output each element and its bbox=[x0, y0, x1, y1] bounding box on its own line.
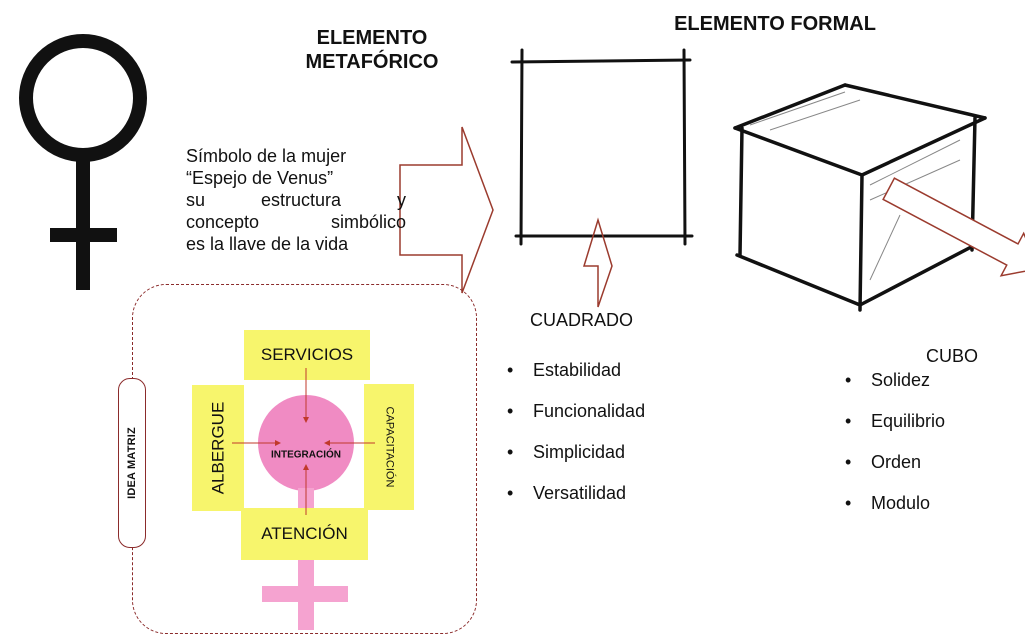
servicios-box: SERVICIOS bbox=[244, 330, 370, 380]
list-item: •Simplicidad bbox=[507, 442, 626, 462]
cubo-label: CUBO bbox=[926, 346, 979, 366]
heading-metaforico-line2: METAFÓRICO bbox=[305, 51, 439, 73]
heading-metaforico-line1: ELEMENTO bbox=[316, 27, 428, 49]
albergue-box: ALBERGUE bbox=[192, 385, 244, 511]
pink-cross-bar bbox=[262, 586, 348, 602]
heading-metaforico: ELEMENTO METAFÓRICO bbox=[292, 26, 452, 74]
capacitacion-box: CAPACITACIÓN bbox=[364, 384, 414, 510]
description-line: “Espejo de Venus” bbox=[186, 168, 334, 188]
idea-matriz-label: IDEA MATRIZ bbox=[126, 427, 138, 499]
description-line: es la llave de la vida bbox=[186, 234, 349, 254]
list-item: •Versatilidad bbox=[507, 483, 627, 503]
list-item: •Equilibrio bbox=[845, 411, 946, 431]
heading-formal: ELEMENTO FORMAL bbox=[674, 13, 876, 35]
description-line: concepto simbólico bbox=[186, 212, 406, 232]
list-item: •Estabilidad bbox=[507, 360, 622, 380]
venus-description: Símbolo de la mujer “Espejo de Venus” su… bbox=[186, 145, 406, 255]
description-line: su estructura y bbox=[186, 190, 406, 210]
cuadrado-bullets: •Estabilidad •Funcionalidad •Simplicidad… bbox=[507, 360, 645, 524]
idea-matriz-pill bbox=[118, 378, 146, 548]
servicios-label: SERVICIOS bbox=[260, 345, 354, 364]
atencion-label: ATENCIÓN bbox=[261, 524, 348, 543]
integracion-circle bbox=[258, 395, 354, 491]
list-item: •Solidez bbox=[845, 370, 931, 390]
list-item: •Modulo bbox=[845, 493, 931, 513]
list-item: •Funcionalidad bbox=[507, 401, 646, 421]
integracion-label: INTEGRACIÓN bbox=[271, 449, 341, 461]
list-item: •Orden bbox=[845, 452, 922, 472]
atencion-box: ATENCIÓN bbox=[241, 508, 368, 560]
description-line: Símbolo de la mujer bbox=[186, 146, 347, 166]
cuadrado-label: CUADRADO bbox=[530, 310, 634, 330]
cubo-bullets: •Solidez •Equilibrio •Orden •Modulo bbox=[845, 370, 945, 534]
